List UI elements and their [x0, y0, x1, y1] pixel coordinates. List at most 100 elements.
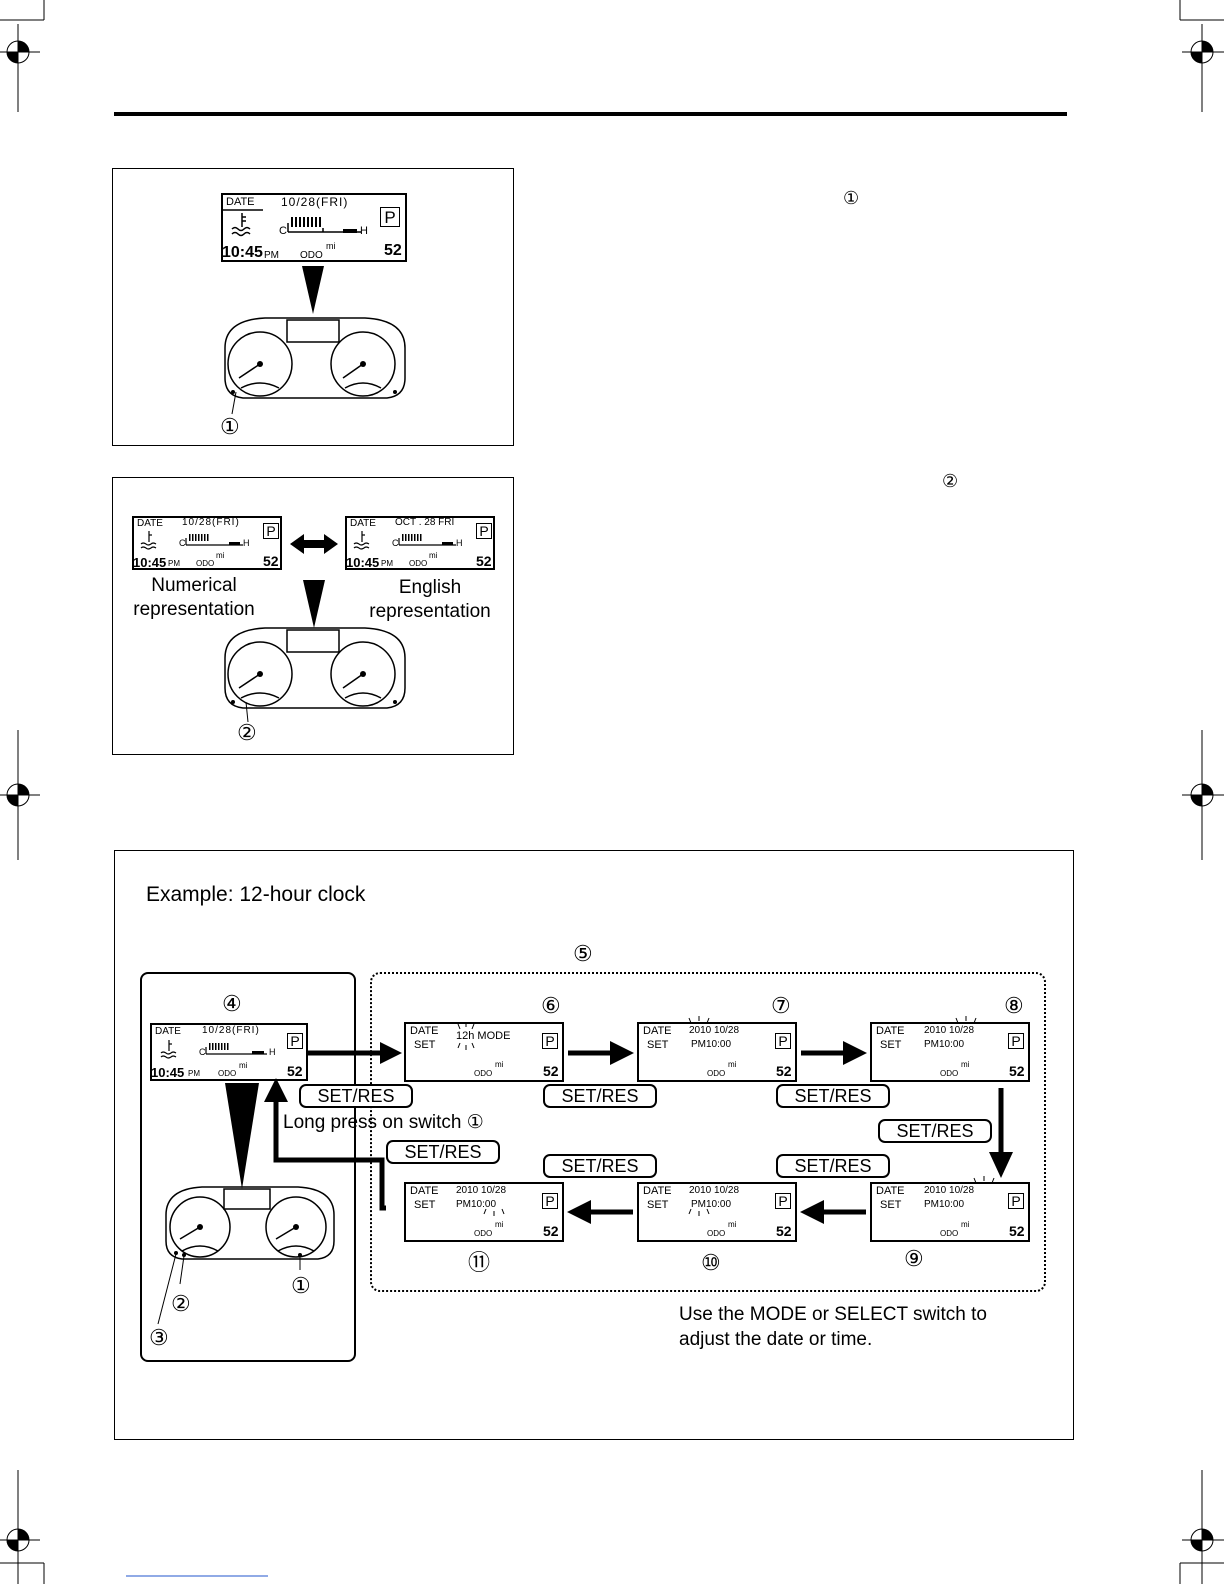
set-res-button-8-9: SET/RES [878, 1119, 992, 1143]
odo-label: ODO [300, 250, 323, 261]
lcd-step-6: DATE SET 12h MODE P ODO mi 52 [404, 1022, 564, 1082]
lcd-date-label: DATE [350, 518, 376, 529]
odo-unit: mi [429, 551, 438, 560]
clock-ampm: PM [264, 250, 279, 261]
year-date-value: 2010 10/28 [456, 1185, 507, 1196]
set-res-button-7-8: SET/RES [776, 1084, 890, 1108]
temp-cold-label: C [279, 225, 287, 237]
figure-clock-setting [114, 850, 1074, 1440]
callout-1-cluster: ① [291, 1273, 311, 1298]
lcd-step-9: DATE SET 2010 10/28 PM10:00 P ODO mi 52 [870, 1176, 1030, 1242]
set-res-button-9-10: SET/RES [776, 1154, 890, 1178]
clock-ampm: PM [188, 1069, 200, 1078]
year-date-value: 2010 10/28 [689, 1185, 740, 1196]
lcd-date-label: DATE [643, 1025, 672, 1037]
blink-marks [688, 1208, 710, 1216]
lcd-date-label: DATE [226, 196, 255, 208]
odo-unit: mi [961, 1060, 970, 1069]
set-res-button-11-4: SET/RES [386, 1140, 500, 1164]
lcd-set-label: SET [880, 1199, 902, 1211]
lcd-step-10: DATE SET 2010 10/28 PM10:00 P ODO mi 52 [637, 1182, 797, 1242]
odo-value: 52 [1009, 1063, 1025, 1079]
instrument-cluster-3 [165, 1186, 335, 1260]
caption-numerical: Numerical representation [133, 575, 255, 620]
lcd-date-label: DATE [155, 1026, 181, 1037]
lcd-set-label: SET [880, 1039, 902, 1051]
leader-lines-cluster [157, 1253, 301, 1325]
odo-label: ODO [940, 1229, 959, 1238]
coolant-temp-icon [140, 531, 157, 550]
callout-3-cluster: ③ [149, 1325, 169, 1350]
year-date-value: 2010 10/28 [924, 1185, 975, 1196]
clock-ampm: PM [168, 559, 180, 568]
leader-line-2 [245, 701, 249, 723]
leader-line-1 [231, 391, 237, 415]
lcd-set-label: SET [647, 1199, 669, 1211]
lcd-set-label: SET [414, 1199, 436, 1211]
lcd-date-value: OCT . 28 FRI [395, 517, 455, 528]
temp-cold-label: C [179, 538, 186, 548]
down-arrow-cluster [225, 1083, 259, 1189]
odo-value: 52 [287, 1063, 303, 1079]
figure-display-overview [112, 168, 514, 446]
arrow-7-to-8 [801, 1041, 867, 1065]
lcd-date-label: DATE [410, 1025, 439, 1037]
temp-cold-label: C [199, 1047, 206, 1057]
clock-time: 10:45 [346, 555, 380, 570]
lcd-date-value: 10/28(FRI) [182, 517, 240, 528]
odo-value: 52 [776, 1223, 792, 1239]
odo-value: 52 [776, 1063, 792, 1079]
odo-unit: mi [961, 1220, 970, 1229]
figure-date-format [112, 477, 514, 755]
temp-hot-label: H [243, 538, 250, 548]
callout-9: ⑨ [904, 1246, 924, 1271]
text-callout-1: ① [843, 188, 860, 208]
lcd-date-label: DATE [137, 518, 163, 529]
gear-indicator: P [542, 1193, 558, 1209]
odo-unit: mi [239, 1061, 248, 1070]
down-arrow [302, 266, 324, 314]
odo-value: 52 [1009, 1223, 1025, 1239]
temp-gauge-bar [398, 534, 456, 546]
blink-marks [457, 1022, 475, 1050]
gear-indicator: P [287, 1033, 303, 1049]
lcd-date-label: DATE [643, 1185, 672, 1197]
gear-indicator: P [542, 1033, 558, 1049]
set-time-value: PM10:00 [691, 1199, 732, 1210]
down-arrow [303, 580, 325, 628]
return-arrow-11-to-4 [264, 1078, 386, 1211]
clock-time: 10:45 [133, 555, 167, 570]
odo-label: ODO [409, 559, 428, 568]
caption-english: English representation [369, 577, 491, 622]
odo-label: ODO [474, 1069, 493, 1078]
lcd-numeric: DATE 10/28(FRI) C H P 10:45 PM ODO mi 52 [132, 516, 282, 570]
lcd-date-label: DATE [876, 1025, 905, 1037]
gear-indicator: P [775, 1033, 791, 1049]
odo-value: 52 [476, 553, 492, 569]
odo-unit: mi [728, 1220, 737, 1229]
lcd-date-label: DATE [410, 1185, 439, 1197]
set-time-value: PM10:00 [924, 1199, 965, 1210]
gear-indicator: P [380, 207, 400, 227]
instrument-cluster-1 [224, 317, 406, 399]
gear-indicator: P [476, 523, 492, 539]
coolant-temp-icon [353, 531, 370, 550]
odo-value: 52 [384, 242, 402, 259]
blink-marks [955, 1016, 977, 1024]
lcd-display: DATE 10/28(FRI) C H P 10:45 PM ODO mi 52 [221, 193, 407, 262]
odo-value: 52 [543, 1223, 559, 1239]
lcd-set-label: SET [414, 1039, 436, 1051]
blink-marks [973, 1176, 995, 1184]
callout-1: ① [220, 414, 240, 439]
cluster-panel [140, 972, 356, 1362]
odo-label: ODO [218, 1069, 237, 1078]
gear-indicator: P [1008, 1033, 1024, 1049]
odo-value: 52 [543, 1063, 559, 1079]
figure-title: Example: 12-hour clock [146, 883, 366, 906]
gear-indicator: P [1008, 1193, 1024, 1209]
set-time-value: PM10:00 [924, 1039, 965, 1050]
odo-label: ODO [474, 1229, 493, 1238]
odo-unit: mi [495, 1060, 504, 1069]
set-res-button-6-7: SET/RES [543, 1084, 657, 1108]
